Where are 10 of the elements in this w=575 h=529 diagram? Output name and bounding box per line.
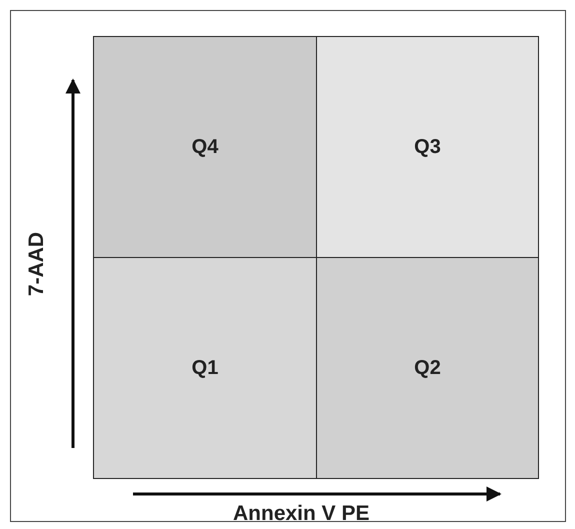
quadrant-label: Q3 — [414, 136, 441, 158]
quadrant — [93, 257, 317, 479]
quadrant — [316, 257, 539, 479]
quadrant-label: Q4 — [192, 136, 218, 158]
axis-label: 7-AAD — [25, 232, 50, 296]
axis-label: Annexin V PE — [233, 502, 370, 526]
quadrant — [316, 36, 539, 258]
quadrant-label: Q2 — [414, 356, 441, 380]
quadrant-label: Q1 — [192, 356, 218, 380]
quadrant — [93, 36, 317, 258]
